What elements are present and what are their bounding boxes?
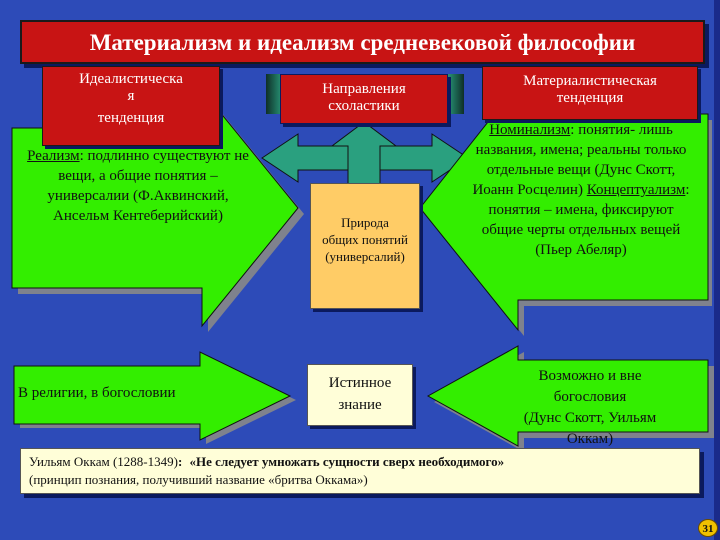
universals-nature-box: Природа общих понятий (универсалий)	[310, 183, 420, 309]
idealist-tendency-label: Идеалистическа я тенденция	[42, 66, 220, 146]
occam-name: Уильям Оккам (1288-1349)	[29, 454, 178, 469]
directions-right-edge	[446, 74, 464, 114]
conceptualism-description: : понятия – имена, фиксируют общие черты…	[481, 182, 690, 258]
materialist-label-line2: тенденция	[556, 90, 624, 106]
truth-line1: Истинное	[328, 375, 392, 391]
nominalism-description: : понятия- лишь названия, имена; реальны…	[472, 122, 687, 198]
outside-line3: (Дунс Скотт, Уильям	[523, 410, 657, 426]
outside-line2: богословия	[553, 389, 627, 405]
occam-principle: (принцип познания, получивший название «…	[29, 472, 368, 487]
idealist-label-line3: тенденция	[97, 110, 165, 126]
center-line2: общих понятий	[322, 232, 408, 247]
truth-line2: знание	[338, 397, 382, 413]
occam-quote-box: Уильям Оккам (1288-1349): «Не следует ум…	[20, 448, 700, 494]
slide-title: Материализм и идеализм средневековой фил…	[20, 20, 705, 64]
idealist-label-line2: я	[127, 88, 135, 104]
materialist-tendency-label: Материалистическая тенденция	[482, 66, 698, 120]
left-bottom-arrow	[13, 351, 292, 441]
center-line3: (универсалий)	[325, 249, 405, 264]
idealist-label-line1: Идеалистическа	[79, 71, 183, 87]
realism-term: Реализм	[27, 148, 80, 164]
conceptualism-term: Концептуализм	[586, 182, 686, 198]
center-line1: Природа	[341, 215, 389, 230]
directions-line2: схоластики	[328, 98, 400, 114]
directions-line1: Направления	[322, 81, 406, 97]
occam-quote: «Не следует умножать сущности сверх необ…	[189, 454, 505, 469]
right-bottom-arrow	[426, 345, 709, 447]
scholastic-directions-box: Направления схоластики	[280, 74, 448, 124]
materialist-label-line1: Материалистическая	[523, 73, 657, 89]
directions-left-edge	[266, 74, 284, 114]
outside-line1: Возможно и вне	[538, 368, 642, 384]
realism-text: Реализм: подлинно существуют не вещи, а …	[22, 146, 254, 226]
nominalism-text: Номинализм: понятия- лишь названия, имен…	[470, 120, 692, 260]
page-number-badge: 31	[698, 519, 718, 537]
nominalism-term: Номинализм	[489, 122, 571, 138]
religion-theology-text: В религии, в богословии	[18, 385, 176, 401]
realism-description: : подлинно существуют не вещи, а общие п…	[47, 148, 249, 224]
true-knowledge-box: Истинное знание	[307, 364, 413, 426]
outside-line4: Оккам)	[566, 431, 614, 447]
occam-quote-line1: Уильям Оккам (1288-1349): «Не следует ум…	[29, 453, 691, 471]
outside-theology-text: Возможно и вне богословия (Дунс Скотт, У…	[470, 366, 710, 450]
occam-colon: :	[177, 454, 183, 469]
